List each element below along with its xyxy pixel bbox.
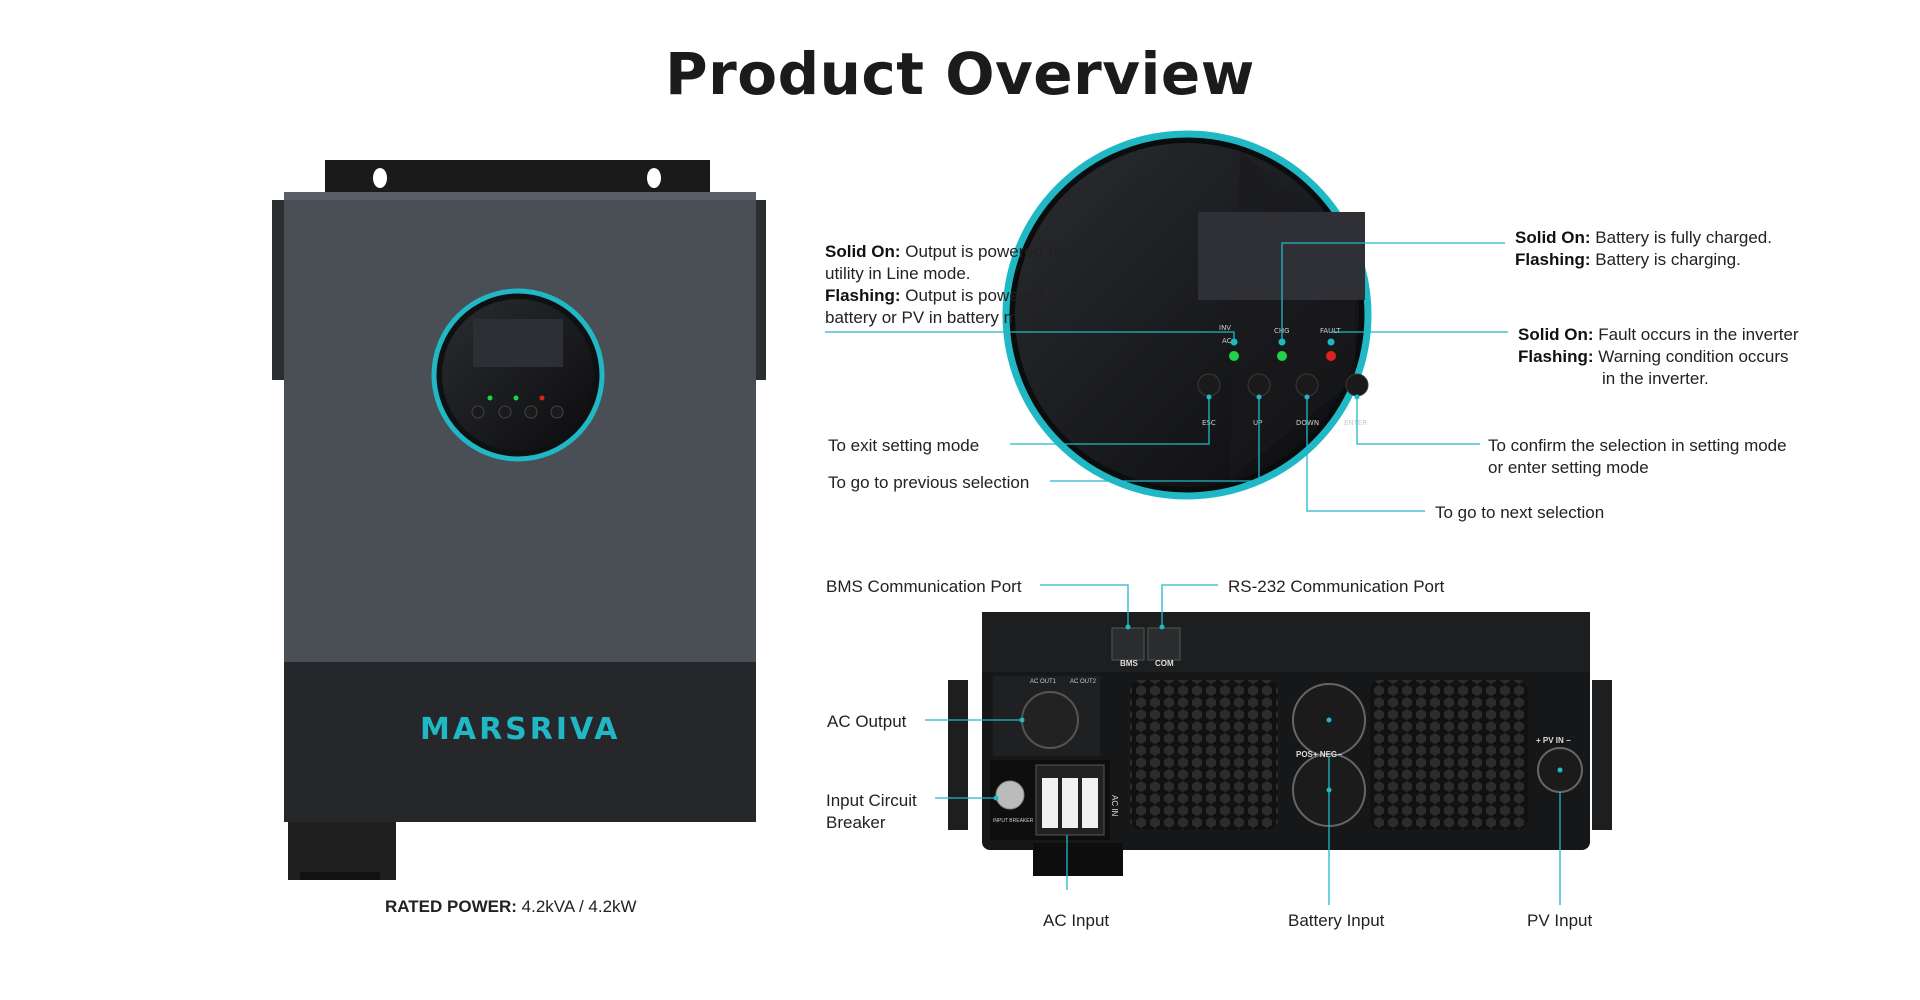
svg-text:+ PV IN −: + PV IN − bbox=[1536, 736, 1571, 745]
bms-port bbox=[1111, 627, 1145, 661]
mounting-bracket bbox=[325, 160, 710, 198]
port-leader-lines bbox=[925, 584, 1561, 905]
enter-callout: To confirm the selection in setting mode… bbox=[1488, 436, 1787, 477]
svg-text:AC OUT1: AC OUT1 bbox=[1030, 679, 1057, 685]
mount-hole bbox=[647, 168, 661, 188]
bms-port-callout: BMS Communication Port bbox=[826, 577, 1022, 596]
rated-power: RATED POWER: 4.2kVA / 4.2kW bbox=[385, 897, 637, 916]
inv-ac-callout: Solid On: Output is powered by utility i… bbox=[825, 242, 1066, 327]
ac-output-callout: AC Output bbox=[827, 712, 907, 731]
esc-button bbox=[1197, 373, 1221, 397]
fault-led bbox=[1326, 351, 1336, 361]
bottom-terminal bbox=[288, 822, 396, 880]
inv-ac-led bbox=[1229, 351, 1239, 361]
chg-callout: Solid On: Battery is fully charged. Flas… bbox=[1515, 228, 1772, 269]
chg-led bbox=[1277, 351, 1287, 361]
ac-input-callout: AC Input bbox=[1043, 911, 1110, 930]
enter-button bbox=[1345, 373, 1369, 397]
ac-output-gland bbox=[1021, 691, 1079, 749]
enter-label: ENTER bbox=[1344, 419, 1367, 427]
down-callout: To go to next selection bbox=[1435, 503, 1605, 522]
bms-port-label: BMS bbox=[1120, 659, 1138, 668]
svg-text:INPUT BREAKER: INPUT BREAKER bbox=[993, 818, 1034, 824]
inverter-bottom-view: BMS COM AC OUT1 AC OUT2 POS+ NEG− + PV I… bbox=[948, 612, 1612, 876]
com-port bbox=[1147, 627, 1181, 661]
panel-leader-lines bbox=[825, 242, 1508, 512]
control-panel-closeup: INV AC CHG FAULT ESC UP DOWN ENTER bbox=[1002, 130, 1372, 500]
fan-left bbox=[1130, 680, 1278, 830]
com-port-label: COM bbox=[1155, 659, 1174, 668]
mount-hole bbox=[373, 168, 387, 188]
pv-input-callout: PV Input bbox=[1527, 911, 1593, 930]
inv-label: INV bbox=[1219, 324, 1231, 332]
up-button bbox=[1247, 373, 1271, 397]
down-button bbox=[1295, 373, 1319, 397]
ac-label: AC bbox=[1222, 337, 1232, 345]
inverter-front bbox=[272, 160, 766, 880]
page-title: Product Overview bbox=[665, 40, 1255, 108]
svg-text:AC IN: AC IN bbox=[1110, 795, 1119, 817]
up-label: UP bbox=[1253, 419, 1262, 427]
fan-right bbox=[1370, 680, 1528, 830]
lower-housing bbox=[284, 662, 756, 822]
up-callout: To go to previous selection bbox=[828, 473, 1030, 492]
battery-input-callout: Battery Input bbox=[1288, 911, 1385, 930]
rs232-port-callout: RS-232 Communication Port bbox=[1228, 577, 1445, 596]
esc-callout: To exit setting mode bbox=[828, 436, 980, 455]
svg-text:POS+ NEG−: POS+ NEG− bbox=[1296, 750, 1342, 759]
brand-logo: MARSRIVA bbox=[420, 712, 621, 747]
input-breaker-knob bbox=[995, 780, 1025, 810]
fault-callout: Solid On: Fault occurs in the inverter F… bbox=[1518, 325, 1799, 388]
fault-label: FAULT bbox=[1320, 327, 1341, 335]
front-lcd bbox=[473, 319, 563, 367]
svg-text:AC OUT2: AC OUT2 bbox=[1070, 679, 1097, 685]
